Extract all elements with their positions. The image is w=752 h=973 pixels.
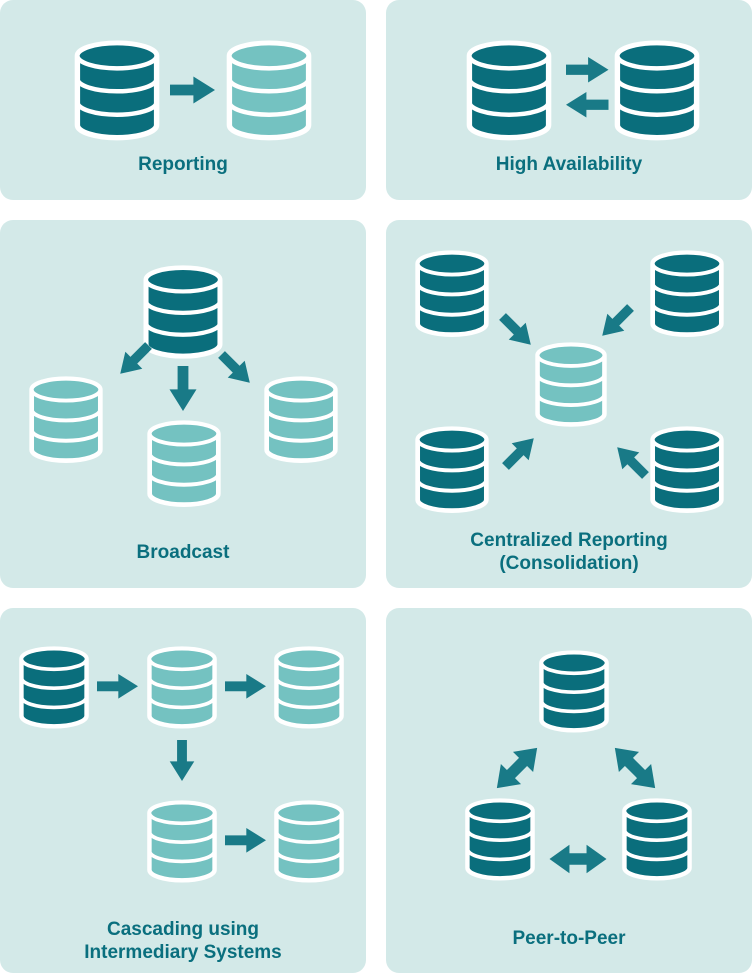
source-database-icon	[653, 253, 722, 335]
panel-broadcast: Broadcast	[0, 220, 366, 588]
source-database-icon	[418, 429, 487, 511]
replica-database-icon	[150, 423, 219, 505]
reporting-diagram	[0, 0, 366, 200]
double-arrow-diagonal-icon	[604, 737, 666, 799]
high-availability-diagram	[386, 0, 752, 200]
primary-database-icon	[146, 268, 220, 356]
cascading-diagram	[0, 608, 366, 973]
arrow-down-right-icon	[494, 308, 540, 354]
replica-database-icon	[267, 379, 336, 461]
arrow-up-right-icon	[497, 429, 543, 475]
replica-database-icon	[276, 649, 341, 727]
arrow-right-icon	[97, 674, 138, 699]
arrow-right-icon	[225, 828, 266, 853]
double-arrow-horizontal-icon	[549, 844, 607, 874]
broadcast-diagram	[0, 220, 366, 588]
intermediary-database-icon	[149, 649, 214, 727]
peer-database-icon	[467, 801, 532, 879]
replica-database-icon	[276, 803, 341, 881]
panel-cascading: Cascading using Intermediary Systems	[0, 608, 366, 973]
primary-database-icon	[469, 43, 548, 138]
centralized-reporting-diagram	[386, 220, 752, 588]
replica-database-icon	[32, 379, 101, 461]
central-replica-database-icon	[538, 345, 605, 425]
peer-database-icon	[624, 801, 689, 879]
peer-to-peer-diagram	[386, 608, 752, 973]
panel-reporting: Reporting	[0, 0, 366, 200]
arrow-right-icon	[170, 76, 215, 104]
primary-database-icon	[617, 43, 696, 138]
arrow-down-right-icon	[213, 346, 259, 392]
arrow-right-icon	[566, 57, 609, 83]
peer-database-icon	[541, 653, 606, 731]
source-database-icon	[418, 253, 487, 335]
arrow-left-icon	[566, 92, 609, 118]
panel-centralized-reporting: Centralized Reporting (Consolidation)	[386, 220, 752, 588]
primary-database-icon	[77, 43, 156, 138]
replica-database-icon	[229, 43, 308, 138]
primary-database-icon	[21, 649, 86, 727]
arrow-down-icon	[169, 366, 197, 411]
arrow-down-left-icon	[593, 299, 639, 345]
arrow-down-icon	[169, 740, 195, 781]
source-database-icon	[653, 429, 722, 511]
double-arrow-diagonal-icon	[486, 737, 548, 799]
panel-peer-to-peer: Peer-to-Peer	[386, 608, 752, 973]
panel-high-availability: High Availability	[386, 0, 752, 200]
arrow-up-left-icon	[608, 438, 654, 484]
intermediary-database-icon	[149, 803, 214, 881]
arrow-right-icon	[225, 674, 266, 699]
